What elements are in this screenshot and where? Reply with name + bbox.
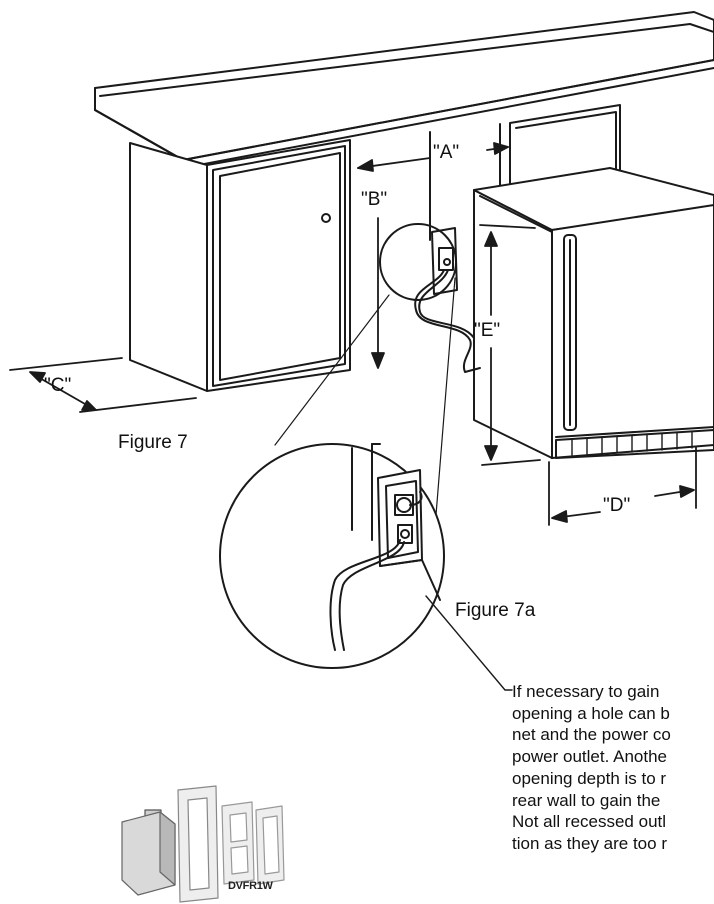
figure-7-caption: Figure 7 bbox=[118, 432, 188, 453]
note-leader bbox=[425, 595, 513, 691]
refrigerator bbox=[473, 167, 714, 459]
figure-7a-caption: Figure 7a bbox=[455, 600, 536, 621]
countertop bbox=[94, 11, 714, 169]
dimension-label-c: "C" bbox=[44, 375, 72, 396]
dimension-a-arrow bbox=[357, 142, 509, 172]
dimension-b-arrow bbox=[371, 217, 385, 369]
product-model-label: DVFR1W bbox=[228, 880, 273, 892]
dimension-e-arrow bbox=[479, 224, 541, 466]
dimension-d-arrow bbox=[548, 446, 697, 526]
note-line: net and the power co bbox=[512, 725, 671, 745]
note-line: power outlet. Anothe bbox=[512, 747, 668, 767]
note-line: If necessary to gain bbox=[512, 682, 660, 701]
wall-outlet bbox=[379, 223, 481, 373]
recessed-outlet-product-image bbox=[121, 785, 285, 903]
note-line: opening depth is to r bbox=[512, 768, 667, 788]
dimension-label-d: "D" bbox=[603, 495, 631, 516]
left-cabinet bbox=[129, 139, 351, 392]
installation-note: If necessary to gain opening a hole can … bbox=[512, 681, 714, 855]
note-line: tion as they are too r bbox=[512, 833, 667, 853]
dimension-label-b: "B" bbox=[361, 189, 388, 210]
dimension-label-a: "A" bbox=[433, 142, 460, 163]
dimension-label-e: "E" bbox=[474, 320, 501, 341]
note-line: rear wall to gain the bbox=[512, 790, 661, 810]
note-line: opening a hole can b bbox=[512, 703, 670, 723]
note-line: Not all recessed outl bbox=[512, 812, 667, 832]
detail-circle bbox=[219, 443, 445, 669]
dimension-c-arrow bbox=[9, 357, 197, 413]
